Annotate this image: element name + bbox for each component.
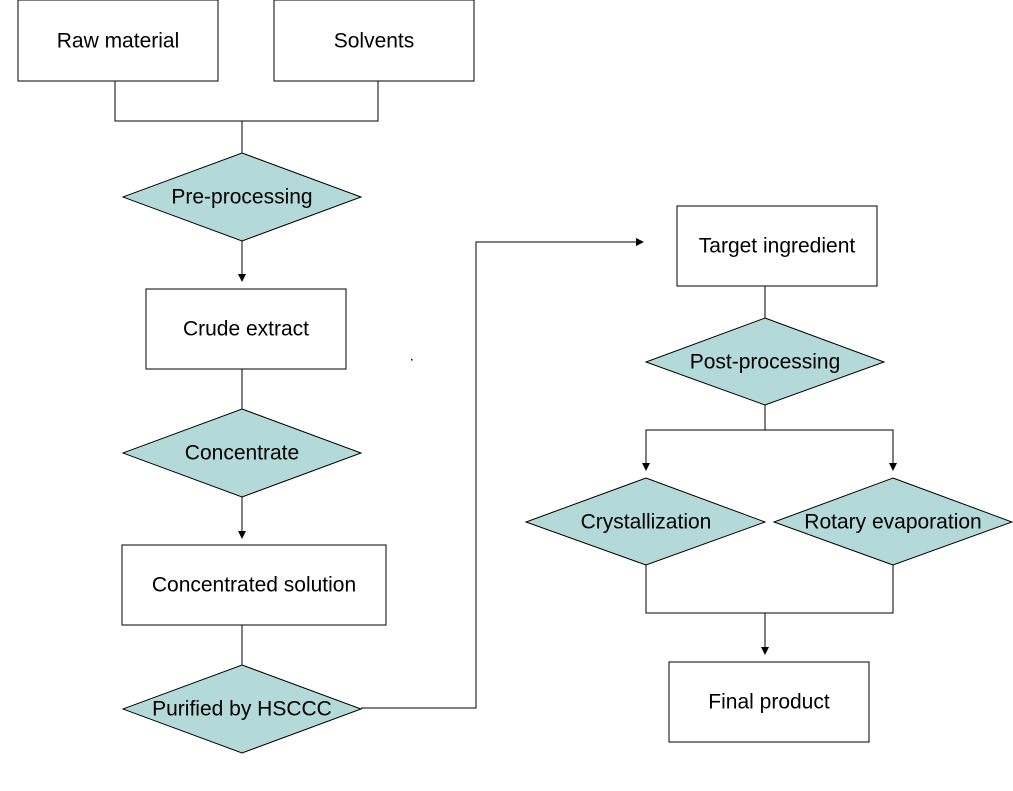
node-pre-processing-label: Pre-processing [171,186,312,209]
connectors [114,81,897,709]
stray-dot [411,359,413,361]
node-raw-material-label: Raw material [57,30,180,53]
node-raw-material: Raw material [17,0,219,82]
arrow-hsccc-to-target-ingredient [361,238,644,709]
node-target-ingredient: Target ingredient [676,205,878,287]
connector-raw-material-merge [114,81,242,122]
node-crystallization: Crystallization [524,477,767,566]
arrow-to-rotary-evaporation [765,429,897,471]
node-target-ingredient-label: Target ingredient [699,235,856,258]
node-final-product: Final product [668,661,870,743]
node-concentrated-solution-label: Concentrated solution [152,574,356,597]
node-crude-extract: Crude extract [145,288,347,370]
node-crude-extract-label: Crude extract [183,318,309,341]
node-concentrate-label: Concentrate [185,442,299,465]
node-purified-by-hsccc-label: Purified by HSCCC [152,698,332,721]
node-final-product-label: Final product [708,691,830,714]
connector-rotary-evaporation-merge [765,565,894,614]
node-rotary-evaporation-label: Rotary evaporation [804,511,981,534]
node-pre-processing: Pre-processing [121,152,363,242]
node-concentrated-solution: Concentrated solution [121,544,387,626]
node-post-processing: Post-processing [644,317,886,406]
node-post-processing-label: Post-processing [690,351,841,374]
node-solvents: Solvents [273,0,475,82]
arrow-to-crystallization [642,429,765,471]
node-purified-by-hsccc: Purified by HSCCC [121,664,363,754]
connector-solvents-merge [242,81,379,122]
node-solvents-label: Solvents [334,30,415,53]
node-rotary-evaporation: Rotary evaporation [772,477,1013,566]
connector-crystallization-merge [645,565,765,614]
node-concentrate: Concentrate [121,408,363,498]
node-crystallization-label: Crystallization [581,511,712,534]
